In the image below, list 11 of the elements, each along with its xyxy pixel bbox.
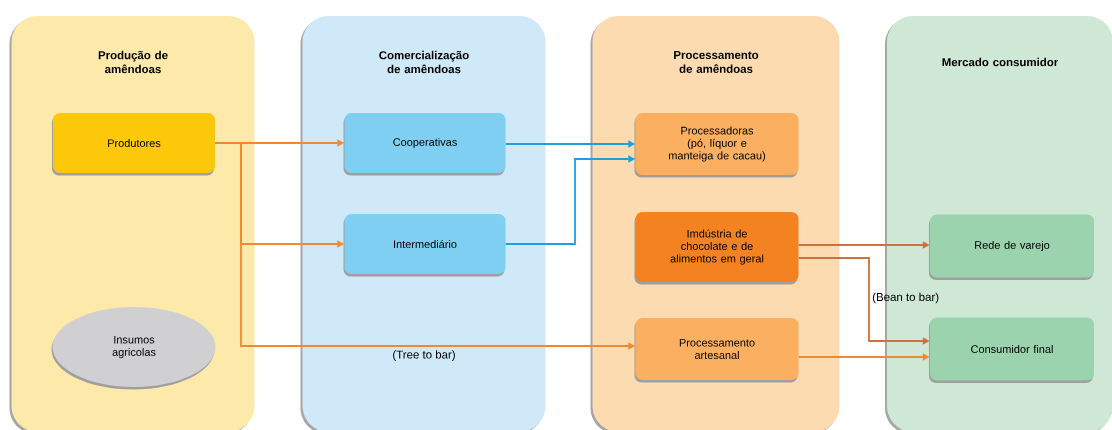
process-box: Intermediário — [343, 214, 506, 277]
process-box: Processadoras (pó, líquor e manteiga de cacau) — [634, 113, 799, 178]
edge-label: (Bean to bar) — [872, 292, 939, 304]
process-box: Processamento artesanal — [634, 318, 799, 383]
process-box: Imdústria de chocolate e de alimentos em geral — [634, 212, 799, 285]
ellipse-node: Insumos agricolas — [51, 307, 216, 390]
process-box: Consumidor final — [929, 317, 1094, 383]
process-box: Rede de varejo — [929, 214, 1094, 280]
process-box: Produtores — [52, 113, 215, 176]
process-box: Cooperativas — [343, 113, 506, 176]
edge-label: (Tree to bar) — [393, 350, 455, 361]
